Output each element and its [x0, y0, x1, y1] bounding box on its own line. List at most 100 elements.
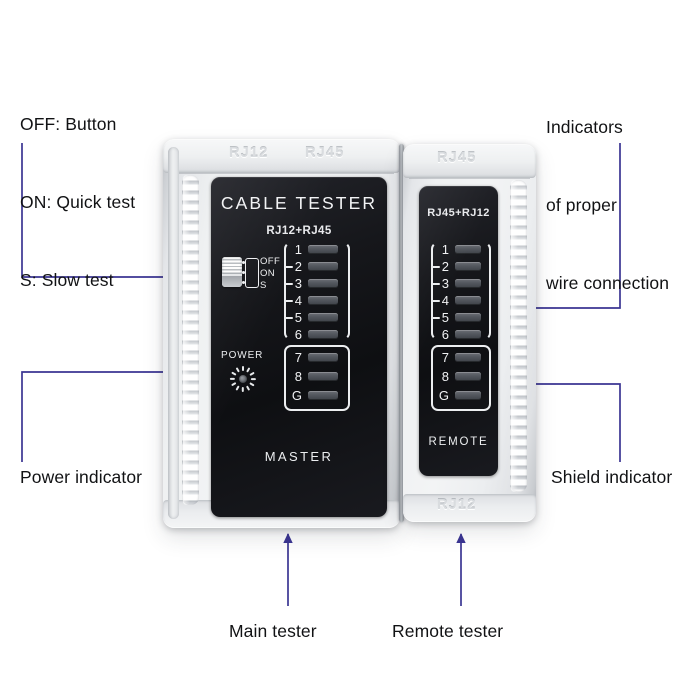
main-tester-side-channel	[168, 147, 179, 519]
main-led-label-g: G	[291, 388, 302, 403]
annotation-switch-legend: OFF: Button ON: Quick test S: Slow test	[20, 59, 135, 345]
slide-switch-slot	[222, 276, 242, 287]
switch-legend-line-3: S: Slow test	[20, 270, 114, 290]
remote-led-label-7: 7	[441, 350, 449, 365]
remote-faceplate-footer: REMOTE	[428, 436, 489, 448]
remote-led-label-3: 3	[441, 276, 449, 291]
remote-led-lamp-8	[455, 372, 481, 381]
remote-led-row-g: G	[436, 389, 481, 402]
annotation-remote-tester: Remote tester	[392, 621, 504, 641]
remote-led-label-4: 4	[441, 293, 449, 308]
main-led-bracket-7-8-g	[284, 345, 350, 411]
annotation-main-tester: Main tester	[229, 621, 317, 641]
main-tester-grip-ribs	[182, 175, 199, 505]
remote-led-lamp-7	[455, 353, 481, 362]
remote-led-row-4: 4	[436, 294, 481, 307]
slide-switch-dot-on	[242, 271, 245, 274]
slide-switch-label-off: OFF	[260, 256, 281, 267]
switch-legend-line-2: ON: Quick test	[20, 192, 136, 212]
remote-led-lamp-g	[455, 391, 481, 400]
power-indicator-lamp	[229, 366, 256, 392]
main-led-label-1: 1	[294, 242, 302, 257]
remote-tester-grip-ribs	[510, 180, 527, 492]
remote-led-label-2: 2	[441, 259, 449, 274]
main-led-row-2: 2	[289, 260, 338, 273]
main-faceplate-footer: MASTER	[264, 449, 334, 464]
main-led-lamp-4	[308, 296, 338, 305]
remote-led-lamp-4	[455, 296, 481, 305]
slide-switch-dot-s	[242, 281, 245, 284]
main-led-row-6: 6	[289, 328, 338, 341]
remote-led-row-2: 2	[436, 260, 481, 273]
main-led-label-4: 4	[294, 293, 302, 308]
indicators-line-1: Indicators	[546, 117, 623, 137]
slide-switch-dot-off	[242, 261, 245, 264]
main-led-row-7: 7	[289, 351, 338, 364]
slide-switch-label-on: ON	[260, 268, 276, 279]
remote-led-label-6: 6	[441, 327, 449, 342]
remote-faceplate-subtitle: RJ45+RJ12	[427, 207, 490, 219]
main-led-row-8: 8	[289, 370, 338, 383]
remote-led-lamp-6	[455, 330, 481, 339]
main-led-row-g: G	[289, 389, 338, 402]
main-led-lamp-7	[308, 353, 338, 362]
main-led-label-3: 3	[294, 276, 302, 291]
remote-led-row-5: 5	[436, 311, 481, 324]
main-led-lamp-g	[308, 391, 338, 400]
main-led-row-5: 5	[289, 311, 338, 324]
remote-led-row-6: 6	[436, 328, 481, 341]
device-seam	[399, 144, 404, 522]
main-led-lamp-3	[308, 279, 338, 288]
slide-switch-knob[interactable]	[222, 257, 242, 274]
main-led-group-7-8-g: 7 8 G	[289, 345, 359, 407]
main-led-group-1-6: 1 2 3 4 5	[289, 242, 359, 341]
annotation-shield-indicator: Shield indicator	[551, 467, 673, 487]
remote-led-row-3: 3	[436, 277, 481, 290]
remote-led-row-7: 7	[436, 351, 481, 364]
remote-tester-top-lip	[403, 144, 536, 179]
switch-legend-line-1: OFF: Button	[20, 114, 117, 134]
mode-slide-switch[interactable]	[222, 257, 242, 287]
main-tester-shell-label-rj45: RJ45	[305, 145, 345, 161]
remote-tester-faceplate: RJ45+RJ12 1 2 3 4	[419, 186, 498, 476]
indicators-line-2: of proper	[546, 195, 617, 215]
remote-tester-shell-label-top: RJ45	[437, 150, 477, 166]
remote-led-bracket-7-8-g	[431, 345, 491, 411]
indicators-line-3: wire connection	[546, 273, 670, 293]
remote-led-lamp-3	[455, 279, 481, 288]
main-tester-shell-label-rj12: RJ12	[229, 145, 269, 161]
annotation-indicators: Indicators of proper wire connection	[546, 62, 669, 348]
remote-tester-shell-label-bottom: RJ12	[437, 497, 477, 513]
main-led-label-8: 8	[294, 369, 302, 384]
remote-led-label-1: 1	[441, 242, 449, 257]
main-tester-device[interactable]: RJ12 RJ45 CABLE TESTER RJ12+RJ45 OFF ON …	[163, 139, 400, 528]
slide-switch-rail	[245, 258, 259, 288]
slide-switch-label-s: S	[260, 280, 267, 291]
remote-led-lamp-2	[455, 262, 481, 271]
remote-tester-device[interactable]: RJ45 RJ12 RJ45+RJ12 1 2 3	[403, 144, 536, 522]
main-led-row-3: 3	[289, 277, 338, 290]
remote-tester-bottom-lip	[403, 494, 536, 522]
power-label: POWER	[221, 350, 264, 361]
remote-led-label-5: 5	[441, 310, 449, 325]
remote-led-lamp-5	[455, 313, 481, 322]
main-faceplate-subtitle: RJ12+RJ45	[266, 225, 332, 237]
main-faceplate-title: CABLE TESTER	[220, 193, 378, 213]
annotation-power-indicator: Power indicator	[20, 467, 143, 487]
main-led-bracket-1-6	[284, 242, 350, 340]
remote-led-label-8: 8	[441, 369, 449, 384]
remote-led-bracket-1-6	[431, 242, 491, 340]
remote-led-row-1: 1	[436, 243, 481, 256]
main-led-label-6: 6	[294, 327, 302, 342]
main-led-row-1: 1	[289, 243, 338, 256]
main-led-label-5: 5	[294, 310, 302, 325]
main-tester-faceplate: CABLE TESTER RJ12+RJ45 OFF ON S 1	[211, 177, 387, 517]
main-led-lamp-8	[308, 372, 338, 381]
main-led-lamp-2	[308, 262, 338, 271]
remote-led-lamp-1	[455, 245, 481, 254]
remote-led-group-1-6: 1 2 3 4 5	[436, 242, 498, 341]
main-led-label-2: 2	[294, 259, 302, 274]
remote-led-group-7-8-g: 7 8 G	[436, 345, 498, 407]
power-lamp-core	[239, 375, 247, 383]
